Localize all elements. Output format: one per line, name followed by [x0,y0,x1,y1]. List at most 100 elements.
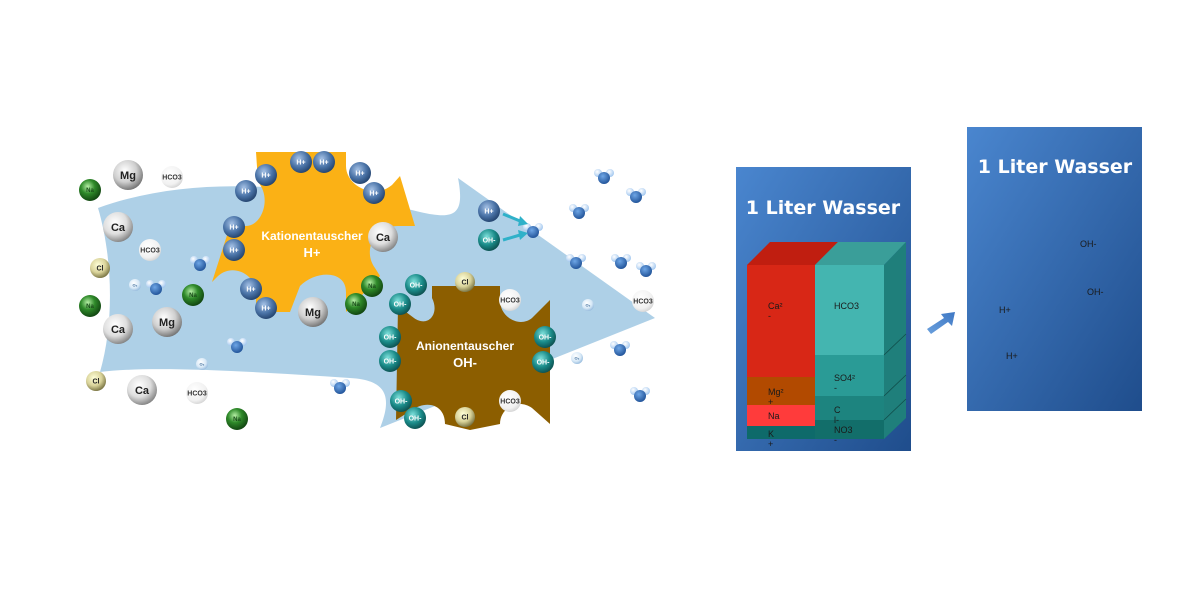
na-ion-label: Na [86,304,94,310]
h-ion-sphere [235,180,257,202]
oh-ion-sphere [534,326,556,348]
h-ion: H+ [255,164,277,186]
cl-label-sub: l- [834,415,839,425]
water-oxygen [634,390,646,402]
oh-ion-label: OH- [395,398,409,405]
o2-ion: O₂ [196,358,208,370]
h-ion: H+ [363,182,385,204]
water-molecule [611,254,631,269]
no3-label-sub: - [834,435,837,445]
water-box-after-bg [967,127,1142,411]
oh-ion: OH- [405,274,427,296]
water-molecule [610,341,630,356]
cl-ion-label: Cl [462,279,469,286]
oh-ion-sphere [478,229,500,251]
water-oxygen [194,259,206,271]
ca-ion: Ca [368,222,398,252]
cation-exchanger-title: Kationentauscher [261,229,363,243]
water-box-after-title: 1 Liter Wasser [978,156,1133,178]
o2-ion: O₂ [129,279,141,291]
h-label: H+ [1006,351,1018,361]
cl-ion-sphere [90,258,110,278]
ca-ion-label: Ca [111,324,126,336]
na-ion-sphere [79,295,101,317]
mg-ion-label: Mg [120,170,136,182]
h-ion: H+ [349,162,371,184]
water-box-before: 1 Liter Wasser Ca² - Mg² + Na K + HCO3 S… [736,167,911,451]
oh-ion: OH- [534,326,556,348]
oh-ion-label: OH- [394,301,408,308]
hco3-ion-label: HCO3 [500,297,520,304]
h-ion-label: H+ [229,247,238,254]
water-molecule [569,204,589,219]
cl-ion: Cl [90,258,110,278]
h-ion-sphere [223,216,245,238]
water-molecule [330,379,350,394]
hco3-ion-sphere [632,290,654,312]
water-oxygen [614,344,626,356]
oh-ion: OH- [532,351,554,373]
water-oxygen [573,207,585,219]
exchange-arrow-head [518,216,528,226]
ca-ion-label: Ca [376,232,391,244]
water-molecule [523,223,543,238]
hco3-ion-label: HCO3 [162,174,182,181]
hco3-ion: HCO3 [161,166,183,188]
na-ion-label: Na [352,302,360,308]
hco3-ion-label: HCO3 [633,298,653,305]
cation-exchanger-ion: H+ [304,245,321,260]
ca-ion-label: Ca [135,385,150,397]
h-ion-label: H+ [241,188,250,195]
h-ion-label: H+ [229,224,238,231]
water-oxygen [598,172,610,184]
na-ion-label: Na [233,417,241,423]
cl-ion: Cl [455,272,475,292]
na-ion-label: Na [189,293,197,299]
ca-label-sub: - [768,311,771,321]
na-ion-label: Na [86,188,94,194]
so4-segment [815,355,884,396]
water-oxygen [334,382,346,394]
anion-exchanger-ion: OH- [453,355,477,370]
na-label: Na [768,411,780,421]
mg-segment [747,377,815,405]
hco3-ion-label: HCO3 [187,390,207,397]
cl-ion-sphere [455,272,475,292]
oh-ion: OH- [379,350,401,372]
h-ion: H+ [223,239,245,261]
water-box-before-title: 1 Liter Wasser [746,197,901,219]
o2-ion-label: O₂ [133,282,138,287]
h-ion: H+ [235,180,257,202]
exchange-arrow-head [518,230,528,240]
oh-ion: OH- [389,293,411,315]
oh-ion-label: OH- [539,334,553,341]
na-ion: Na [79,295,101,317]
oh-label: OH- [1080,239,1097,249]
cl-label: C [834,405,841,415]
cl-segment [815,396,884,420]
h-ion-sphere [349,162,371,184]
water-oxygen [570,257,582,269]
cl-ion-sphere [455,407,475,427]
h-ion-sphere [255,297,277,319]
k-label: K [768,429,774,439]
ca-ion-sphere [103,212,133,242]
o2-ion-sphere [582,299,594,311]
so4-label: SO4² [834,373,855,383]
hco3-ion-sphere [161,166,183,188]
o2-ion-sphere [571,352,583,364]
water-molecule [227,338,247,353]
water-molecule [190,256,210,271]
water-molecule [636,262,656,277]
mg-ion-label: Mg [159,317,175,329]
cl-ion-label: Cl [462,414,469,421]
h-ion: H+ [240,278,262,300]
water-oxygen [630,191,642,203]
oh-ion: OH- [478,229,500,251]
oh-ion-label: OH- [483,237,497,244]
h-ion-sphere [290,151,312,173]
water-oxygen [615,257,627,269]
mg-label: Mg² [768,387,784,397]
oh-ion: OH- [390,390,412,412]
